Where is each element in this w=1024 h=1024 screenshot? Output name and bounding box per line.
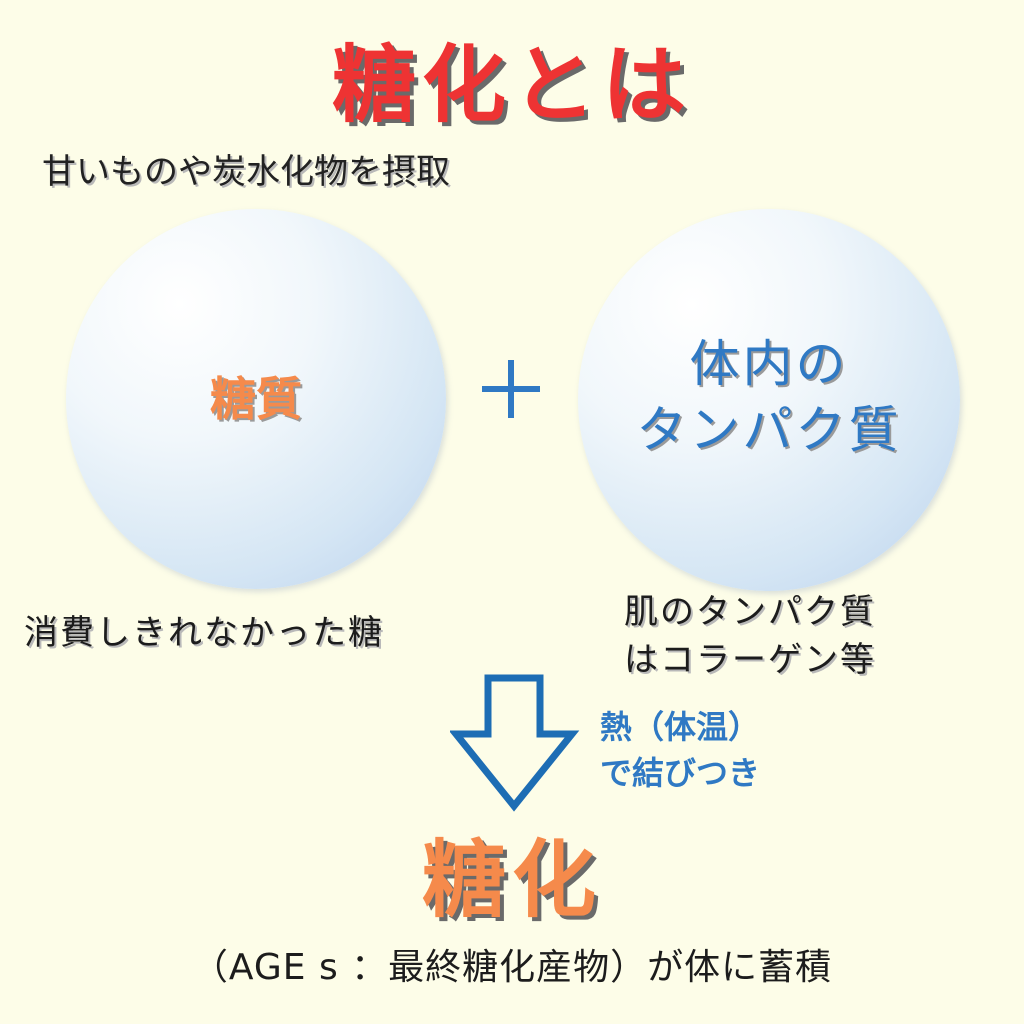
- protein-caption: 肌のタンパク質 はコラーゲン等: [624, 588, 876, 684]
- protein-label-line-2: タンパク質: [636, 401, 902, 459]
- sugar-label: 糖質: [210, 372, 302, 426]
- sugar-caption: 消費しきれなかった糖: [24, 613, 384, 653]
- protein-label: 体内の タンパク質: [578, 331, 960, 463]
- down-arrow-outline-icon: [450, 674, 580, 812]
- page-title: 糖化とは: [331, 36, 692, 134]
- protein-label-line-1: 体内の: [689, 335, 849, 393]
- arrow-label-line-2: で結びつき: [600, 754, 761, 792]
- result-title: 糖化: [421, 831, 602, 929]
- intro-text: 甘いものや炭水化物を摂取: [42, 152, 450, 192]
- arrow-label: 熱（体温） で結びつき: [600, 704, 760, 796]
- sugar-circle: 糖質: [66, 209, 446, 589]
- plus-icon: [482, 360, 540, 418]
- protein-caption-line-1: 肌のタンパク質: [624, 592, 876, 632]
- arrow-label-line-1: 熱（体温）: [600, 708, 761, 746]
- protein-circle: 体内の タンパク質: [578, 209, 960, 591]
- protein-caption-line-2: はコラーゲン等: [624, 640, 876, 680]
- result-description: （AGE s ：最終糖化産物）が体に蓄積: [191, 947, 833, 988]
